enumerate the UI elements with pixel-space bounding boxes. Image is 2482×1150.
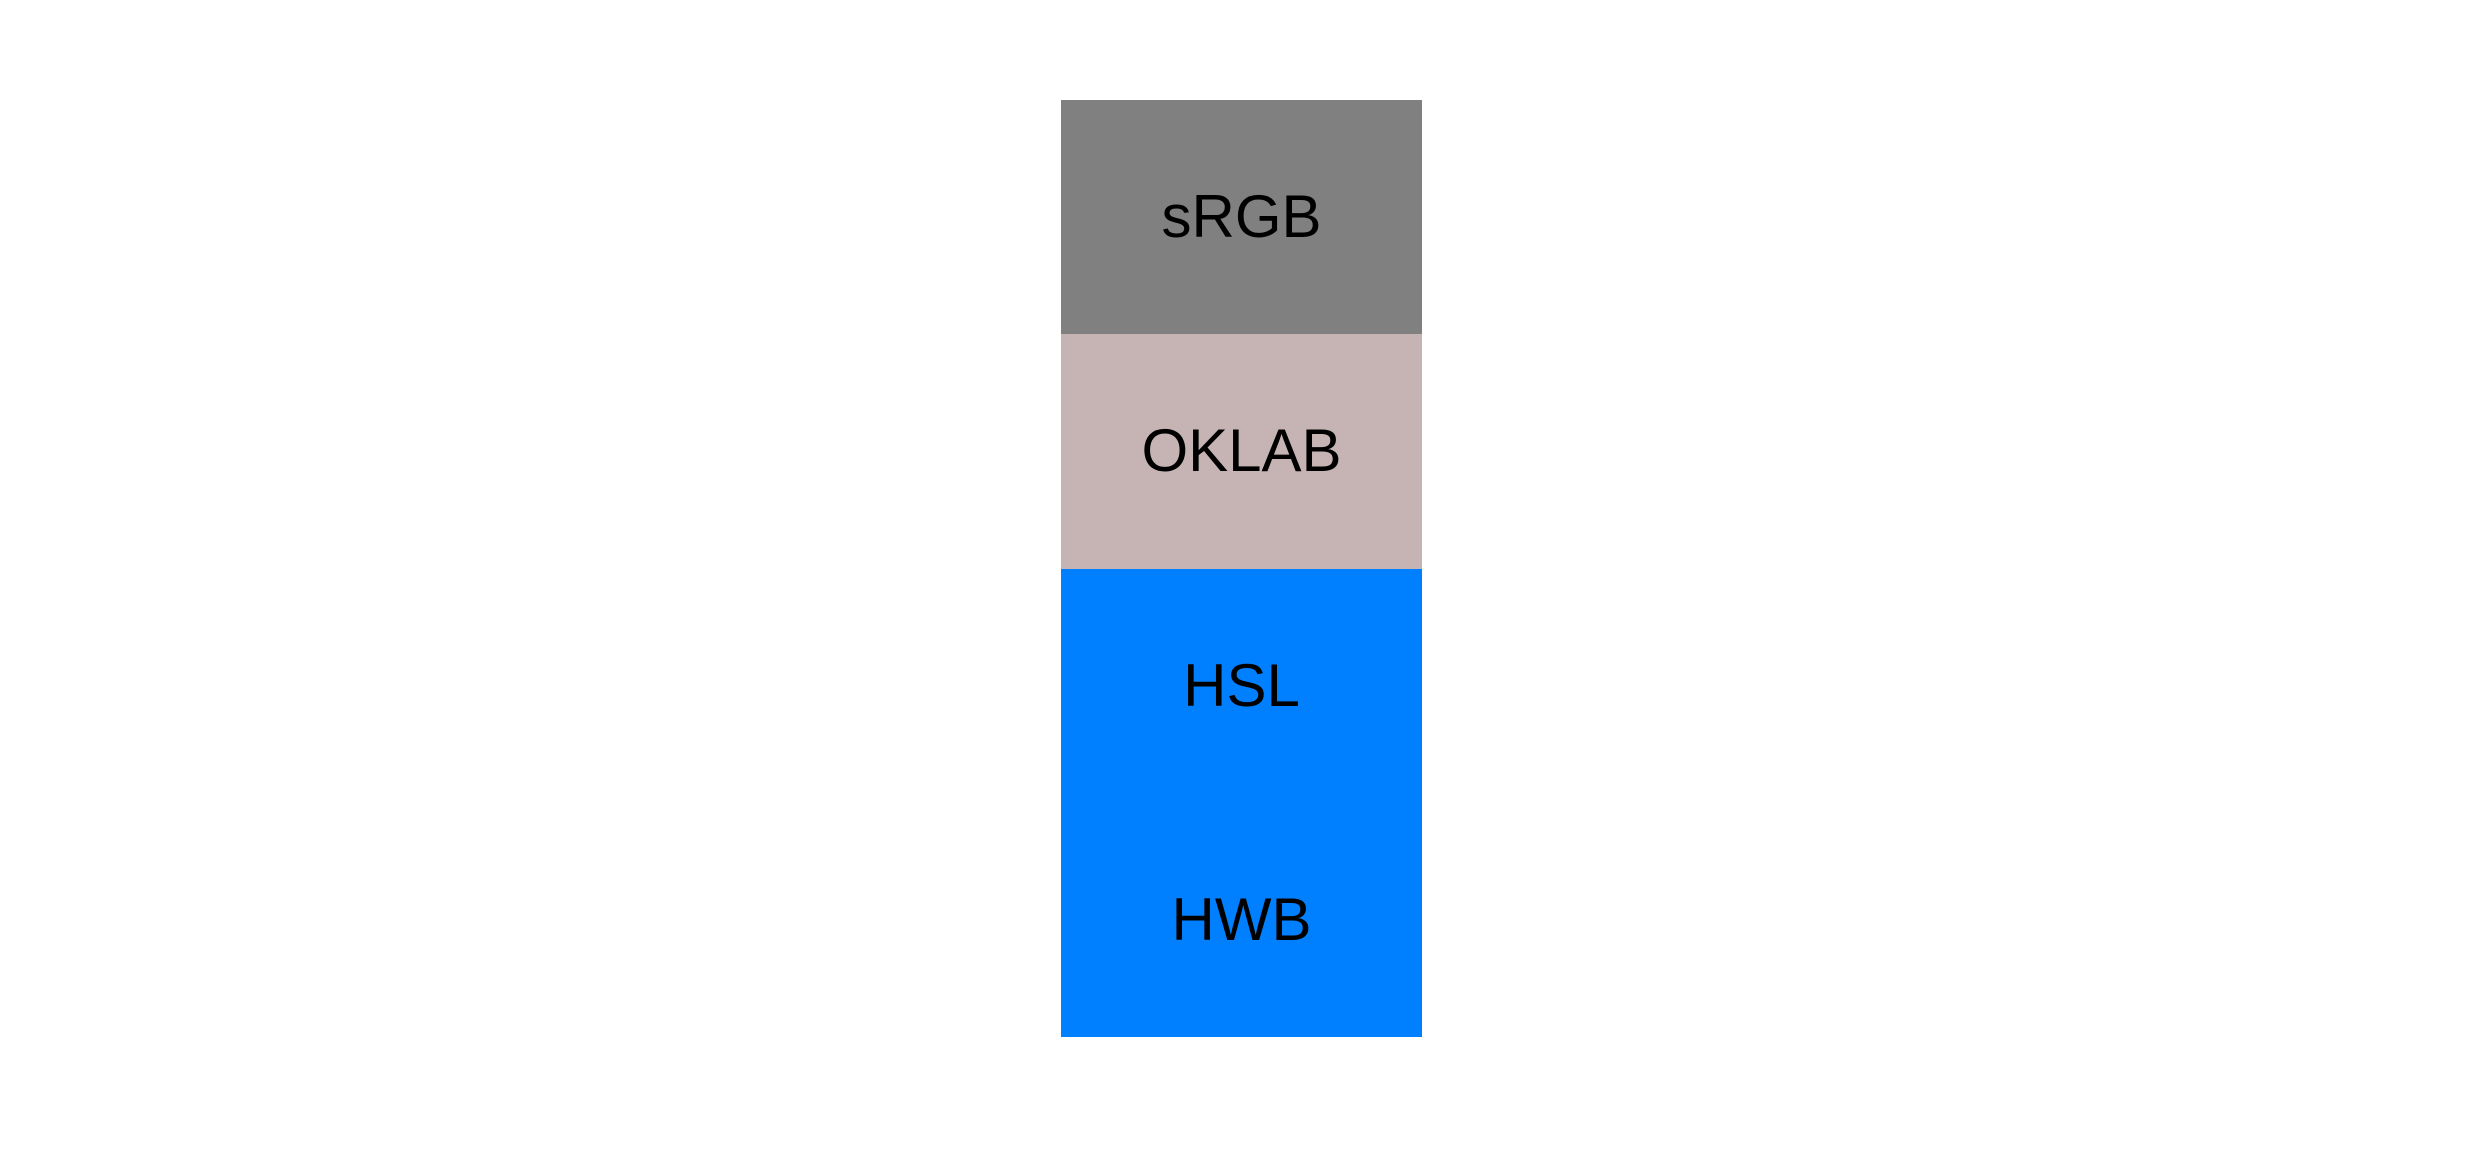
swatch-oklab: OKLAB <box>1061 334 1422 569</box>
swatch-label-oklab: OKLAB <box>1141 417 1342 485</box>
swatch-srgb: sRGB <box>1061 100 1422 335</box>
swatch-label-hwb: HWB <box>1171 885 1312 953</box>
swatch-label-srgb: sRGB <box>1161 183 1322 251</box>
swatch-hsl: HSL <box>1061 568 1422 803</box>
swatch-label-hsl: HSL <box>1183 651 1300 719</box>
color-swatch-stack: sRGB OKLAB HSL HWB <box>1061 100 1422 1037</box>
swatch-hwb: HWB <box>1061 802 1422 1037</box>
